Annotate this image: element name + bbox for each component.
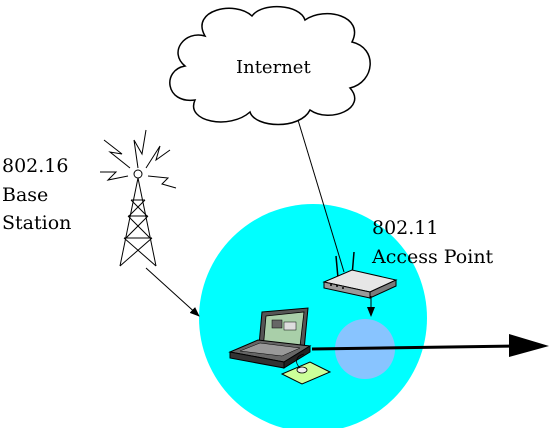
access-point-standard-label: 802.11 xyxy=(372,217,439,239)
cell-tower-icon xyxy=(100,129,177,267)
access-point-label: Access Point xyxy=(372,246,494,268)
mobility-arrow xyxy=(311,334,549,357)
internet-cloud-icon xyxy=(169,5,371,126)
base-station-link-arrow xyxy=(145,267,200,317)
laptop-icon xyxy=(228,307,312,369)
base-station-label-line2: Base xyxy=(2,184,49,206)
internet-link-line xyxy=(297,119,345,273)
base-station-label-line3: Station xyxy=(2,212,72,234)
internet-label: Internet xyxy=(236,57,311,78)
mouse-pad-icon xyxy=(280,353,332,385)
base-station-standard-label: 802.16 xyxy=(2,155,69,177)
access-point-router-icon xyxy=(322,251,398,299)
